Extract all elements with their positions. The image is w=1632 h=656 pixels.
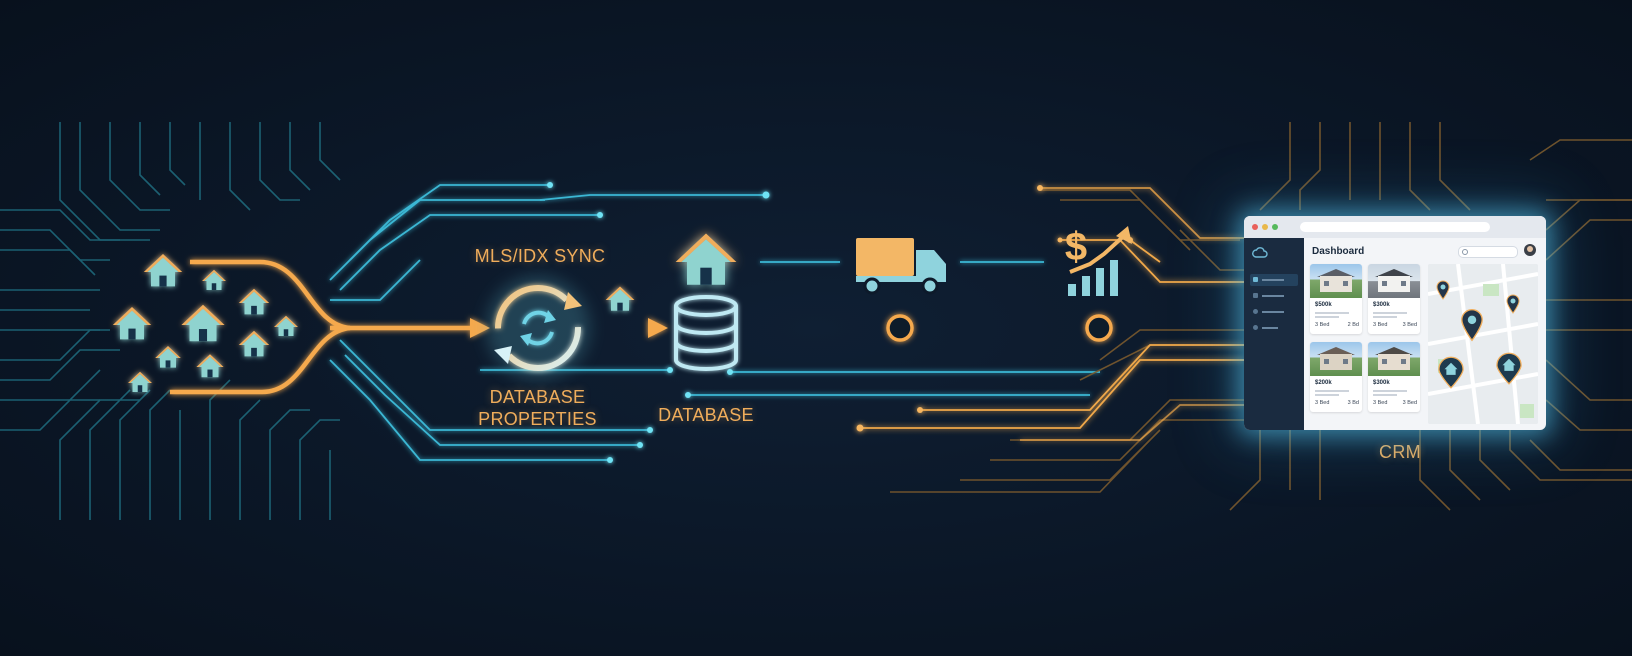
listing-card[interactable]: $200k 3 Bed 3 Bd <box>1310 342 1362 412</box>
database-properties-line2: PROPERTIES <box>478 409 597 429</box>
listing-card[interactable]: $500k 3 Bed 2 Bd <box>1310 264 1362 334</box>
sidebar-item-line <box>1262 311 1284 313</box>
house-funnel <box>170 259 470 395</box>
listing-photo <box>1368 342 1420 376</box>
sidebar-item-dashboard[interactable] <box>1250 274 1298 286</box>
arrow-to-database <box>648 318 668 338</box>
left-circuit-traces <box>0 122 341 520</box>
listing-photo <box>1310 342 1362 376</box>
sidebar-item-line <box>1262 327 1278 329</box>
listing-line <box>1373 394 1397 396</box>
sidebar-item-line <box>1262 295 1284 297</box>
map-pin-icon[interactable] <box>1460 308 1484 342</box>
listing-line <box>1315 390 1349 392</box>
window-titlebar <box>1244 216 1546 238</box>
listing-baths: 2 Bd <box>1347 322 1359 328</box>
database-label: DATABASE <box>658 405 754 425</box>
listing-beds-row: 3 Bed 3 Bd <box>1315 400 1359 406</box>
list-icon <box>1253 293 1258 298</box>
close-dot[interactable] <box>1252 224 1258 230</box>
map-pin-icon[interactable] <box>1506 294 1520 314</box>
right-circuit-traces <box>890 122 1632 511</box>
listing-line <box>1315 394 1339 396</box>
listing-baths: 3 Bed <box>1402 322 1417 328</box>
arrow-to-sync <box>470 318 490 338</box>
listing-beds: 3 Bed <box>1373 400 1388 406</box>
listing-beds: 3 Bed <box>1315 400 1330 406</box>
listing-baths: 3 Bd <box>1347 400 1359 406</box>
listing-line <box>1373 316 1397 318</box>
database-icon <box>674 295 738 371</box>
house-icon <box>675 233 737 285</box>
map-pin-icon[interactable] <box>1438 356 1464 390</box>
dashboard-title: Dashboard <box>1312 246 1365 257</box>
sidebar-item-4[interactable] <box>1250 322 1298 334</box>
house-cluster-icon <box>112 254 298 392</box>
sidebar-item-2[interactable] <box>1250 290 1298 302</box>
grid-icon <box>1253 277 1258 282</box>
listing-price: $500k <box>1315 302 1332 308</box>
search-input[interactable] <box>1458 246 1518 258</box>
sidebar-item-3[interactable] <box>1250 306 1298 318</box>
listing-line <box>1373 390 1407 392</box>
minimize-dot[interactable] <box>1262 224 1268 230</box>
sidebar-item-line <box>1262 279 1284 281</box>
pipeline-node-2 <box>1085 314 1113 342</box>
orange-line-dots <box>856 185 1133 432</box>
address-bar[interactable] <box>1300 222 1490 232</box>
listing-line <box>1315 312 1349 314</box>
listing-photo <box>1368 264 1420 298</box>
sync-icon <box>486 276 590 380</box>
sync-label: MLS/IDX SYNC <box>474 246 606 266</box>
cyan-line-dots <box>547 182 770 463</box>
dollar-growth-chart-icon: $ <box>1065 225 1132 296</box>
svg-text:$: $ <box>1065 225 1087 269</box>
search-icon <box>1462 249 1468 255</box>
pipeline-node-1 <box>886 314 914 342</box>
crm-label: CRM <box>1379 442 1421 462</box>
listing-beds-row: 3 Bed 2 Bd <box>1315 322 1359 328</box>
house-icon <box>605 286 635 311</box>
listing-baths: 3 Bed <box>1402 400 1417 406</box>
map-pin-icon[interactable] <box>1436 280 1450 300</box>
listing-price: $300k <box>1373 380 1390 386</box>
listing-card[interactable]: $300k 3 Bed 3 Bed <box>1368 342 1420 412</box>
listing-price: $200k <box>1315 380 1332 386</box>
listing-beds-row: 3 Bed 3 Bed <box>1373 400 1417 406</box>
cyan-data-lines <box>329 184 1100 461</box>
avatar[interactable] <box>1524 244 1536 256</box>
orange-data-lines <box>860 187 1244 441</box>
listing-line <box>1373 312 1407 314</box>
listing-beds-row: 3 Bed 3 Bed <box>1373 322 1417 328</box>
user-icon <box>1253 325 1258 330</box>
listing-card[interactable]: $300k 3 Bed 3 Bed <box>1368 264 1420 334</box>
database-properties-line1: DATABASE <box>489 387 586 407</box>
delivery-truck-icon <box>856 238 946 295</box>
cloud-icon <box>1252 247 1268 258</box>
listing-beds: 3 Bed <box>1373 322 1388 328</box>
database-properties-label: DATABASE PROPERTIES <box>470 386 605 430</box>
maximize-dot[interactable] <box>1272 224 1278 230</box>
property-map[interactable] <box>1428 264 1538 424</box>
listing-beds: 3 Bed <box>1315 322 1330 328</box>
gear-icon <box>1253 309 1258 314</box>
map-pin-icon[interactable] <box>1496 352 1522 386</box>
listing-price: $300k <box>1373 302 1390 308</box>
listing-line <box>1315 316 1339 318</box>
listing-photo <box>1310 264 1362 298</box>
sidebar <box>1244 238 1304 430</box>
